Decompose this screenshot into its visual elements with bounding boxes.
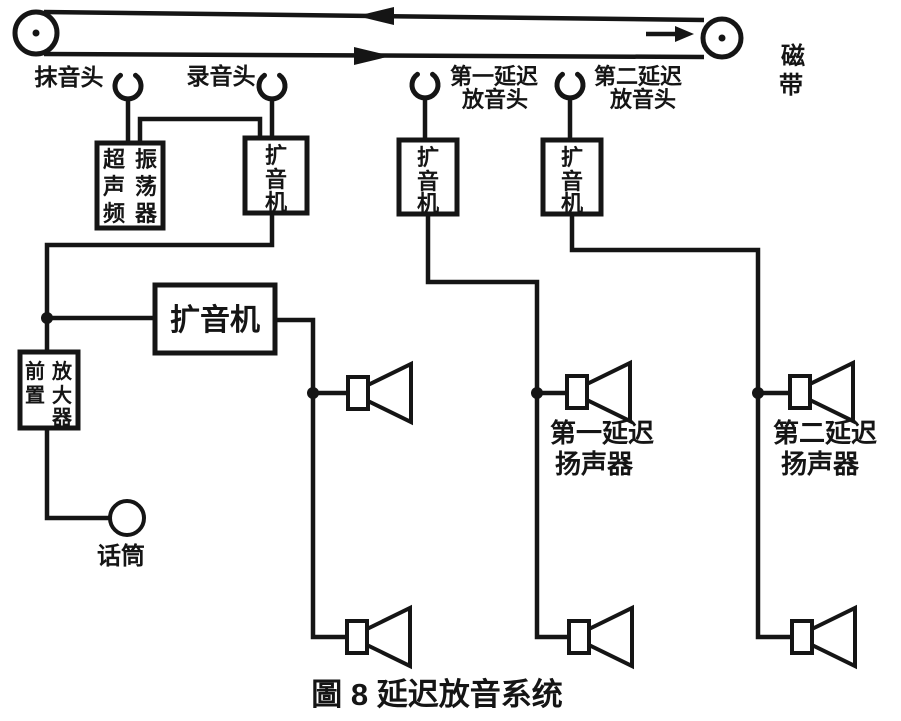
main-amp-speaker-bus	[275, 317, 347, 640]
speaker-horn-icon	[810, 604, 857, 670]
junction-dot	[752, 387, 764, 399]
delay1-amp-char: 音	[417, 169, 439, 194]
delay1-amp-frame	[396, 137, 460, 217]
record-head-icon	[256, 72, 288, 102]
oscillator-char: 频	[103, 201, 125, 226]
delay2-amp-char: 扩	[561, 145, 583, 170]
main-amp-box: 扩音机	[152, 282, 278, 356]
delay2-speaker-label-line1: 第二延迟	[773, 418, 877, 448]
wires	[41, 98, 792, 640]
main-amp-label: 扩音机	[170, 304, 260, 337]
speaker-horn-icon	[585, 359, 632, 425]
delay2-speaker-bus	[569, 214, 792, 640]
preamp-char: 大	[52, 384, 72, 407]
record-amp-box: 扩 音 机	[242, 135, 310, 216]
erase-head-label: 抹音头	[35, 64, 104, 90]
preamp-char: 前	[25, 359, 45, 383]
right-pulley	[700, 16, 744, 60]
main-speaker-2	[345, 604, 412, 670]
delay1-head-label-line2: 放音头	[461, 87, 528, 112]
junction-dot	[41, 312, 53, 324]
preamp-char: 放	[51, 359, 73, 383]
delay1-amp-box: 扩 音 机	[396, 137, 460, 217]
figure-caption: 圖 8 延迟放音系统	[311, 677, 562, 712]
erase-head-icon	[112, 72, 144, 102]
main-speaker-1	[346, 360, 413, 426]
tape-label-char1: 磁	[781, 42, 805, 70]
oscillator-char: 器	[134, 201, 158, 226]
record-amp-char: 机	[265, 190, 287, 215]
delay2-head-label-line1: 第二延迟	[594, 64, 682, 89]
record-amp-char: 扩	[265, 143, 287, 168]
oscillator-char: 声	[102, 174, 125, 199]
oscillator-char: 超	[103, 147, 126, 172]
preamp-char: 器	[51, 406, 73, 429]
delay1-speaker-1	[565, 359, 632, 425]
delay1-amp-char: 机	[417, 191, 439, 216]
tape-label-char2: 带	[779, 72, 803, 99]
delay2-speaker-1	[788, 359, 855, 425]
speaker-driver	[345, 619, 369, 655]
record-amp-input-wire	[44, 213, 275, 352]
preamp-char: 置	[25, 384, 45, 407]
tape-arrow-right-icon	[354, 47, 391, 65]
bias-oscillator-wire	[137, 116, 263, 143]
delay1-head-label-line1: 第一延迟	[450, 64, 538, 89]
speaker-driver	[565, 374, 589, 410]
speaker-horn-icon	[808, 359, 855, 425]
left-pulley	[12, 9, 60, 57]
direction-arrow-icon	[675, 26, 694, 42]
delay2-amp-box: 扩 音 机	[540, 137, 604, 217]
delay1-speaker-bus	[425, 214, 569, 640]
speaker-horn-icon	[366, 360, 413, 426]
main-amp-frame	[152, 282, 278, 356]
microphone-icon	[108, 499, 146, 537]
heads: 抹音头 录音头 第一延迟 放音头 第二延迟 放音头	[35, 63, 683, 112]
delay1-playback-head-icon	[409, 71, 441, 101]
delay2-playback-head-icon	[554, 71, 586, 101]
preamp-to-mic-wire	[44, 428, 110, 521]
oscillator-char: 振	[135, 147, 157, 172]
delay2-amp-char: 音	[561, 169, 583, 194]
junction-dot	[307, 387, 319, 399]
delay1-speaker-label-line2: 扬声器	[555, 449, 634, 479]
speaker-horn-icon	[365, 604, 412, 670]
record-head-label: 录音头	[187, 63, 256, 89]
speaker-driver	[567, 619, 591, 655]
preamp-frame	[17, 349, 81, 431]
delay1-speaker-label-line1: 第一延迟	[550, 418, 654, 448]
oscillator-box-frame	[94, 140, 166, 231]
delay2-speaker-2	[790, 604, 857, 670]
record-amp-frame	[242, 135, 310, 216]
delay2-head-label-line2: 放音头	[609, 87, 676, 112]
record-amp-char: 音	[265, 167, 287, 192]
tape-loop: 磁 带	[12, 7, 805, 99]
right-pulley-axle	[718, 34, 726, 42]
delay1-amp-char: 扩	[417, 145, 439, 170]
oscillator-box: 超 声 频 振 荡 器	[94, 140, 166, 231]
tape-arrow-left-icon	[357, 7, 394, 25]
speakers: 第一延迟 扬声器 第二延迟 扬声器	[345, 359, 877, 670]
delay1-speaker-2	[567, 604, 634, 670]
speaker-driver	[788, 374, 812, 410]
speaker-driver	[346, 375, 370, 411]
delay2-speaker-label-line2: 扬声器	[781, 449, 860, 479]
delay2-amp-char: 机	[561, 191, 583, 216]
delay2-amp-frame	[540, 137, 604, 217]
preamp-box: 前 置 放 大 器	[17, 349, 81, 431]
microphone-label: 话筒	[97, 542, 145, 570]
left-pulley-axle	[32, 29, 40, 37]
oscillator-char: 荡	[135, 174, 157, 199]
speaker-horn-icon	[587, 604, 634, 670]
junction-dot	[531, 387, 543, 399]
speaker-driver	[790, 619, 814, 655]
microphone: 话筒	[97, 499, 146, 570]
